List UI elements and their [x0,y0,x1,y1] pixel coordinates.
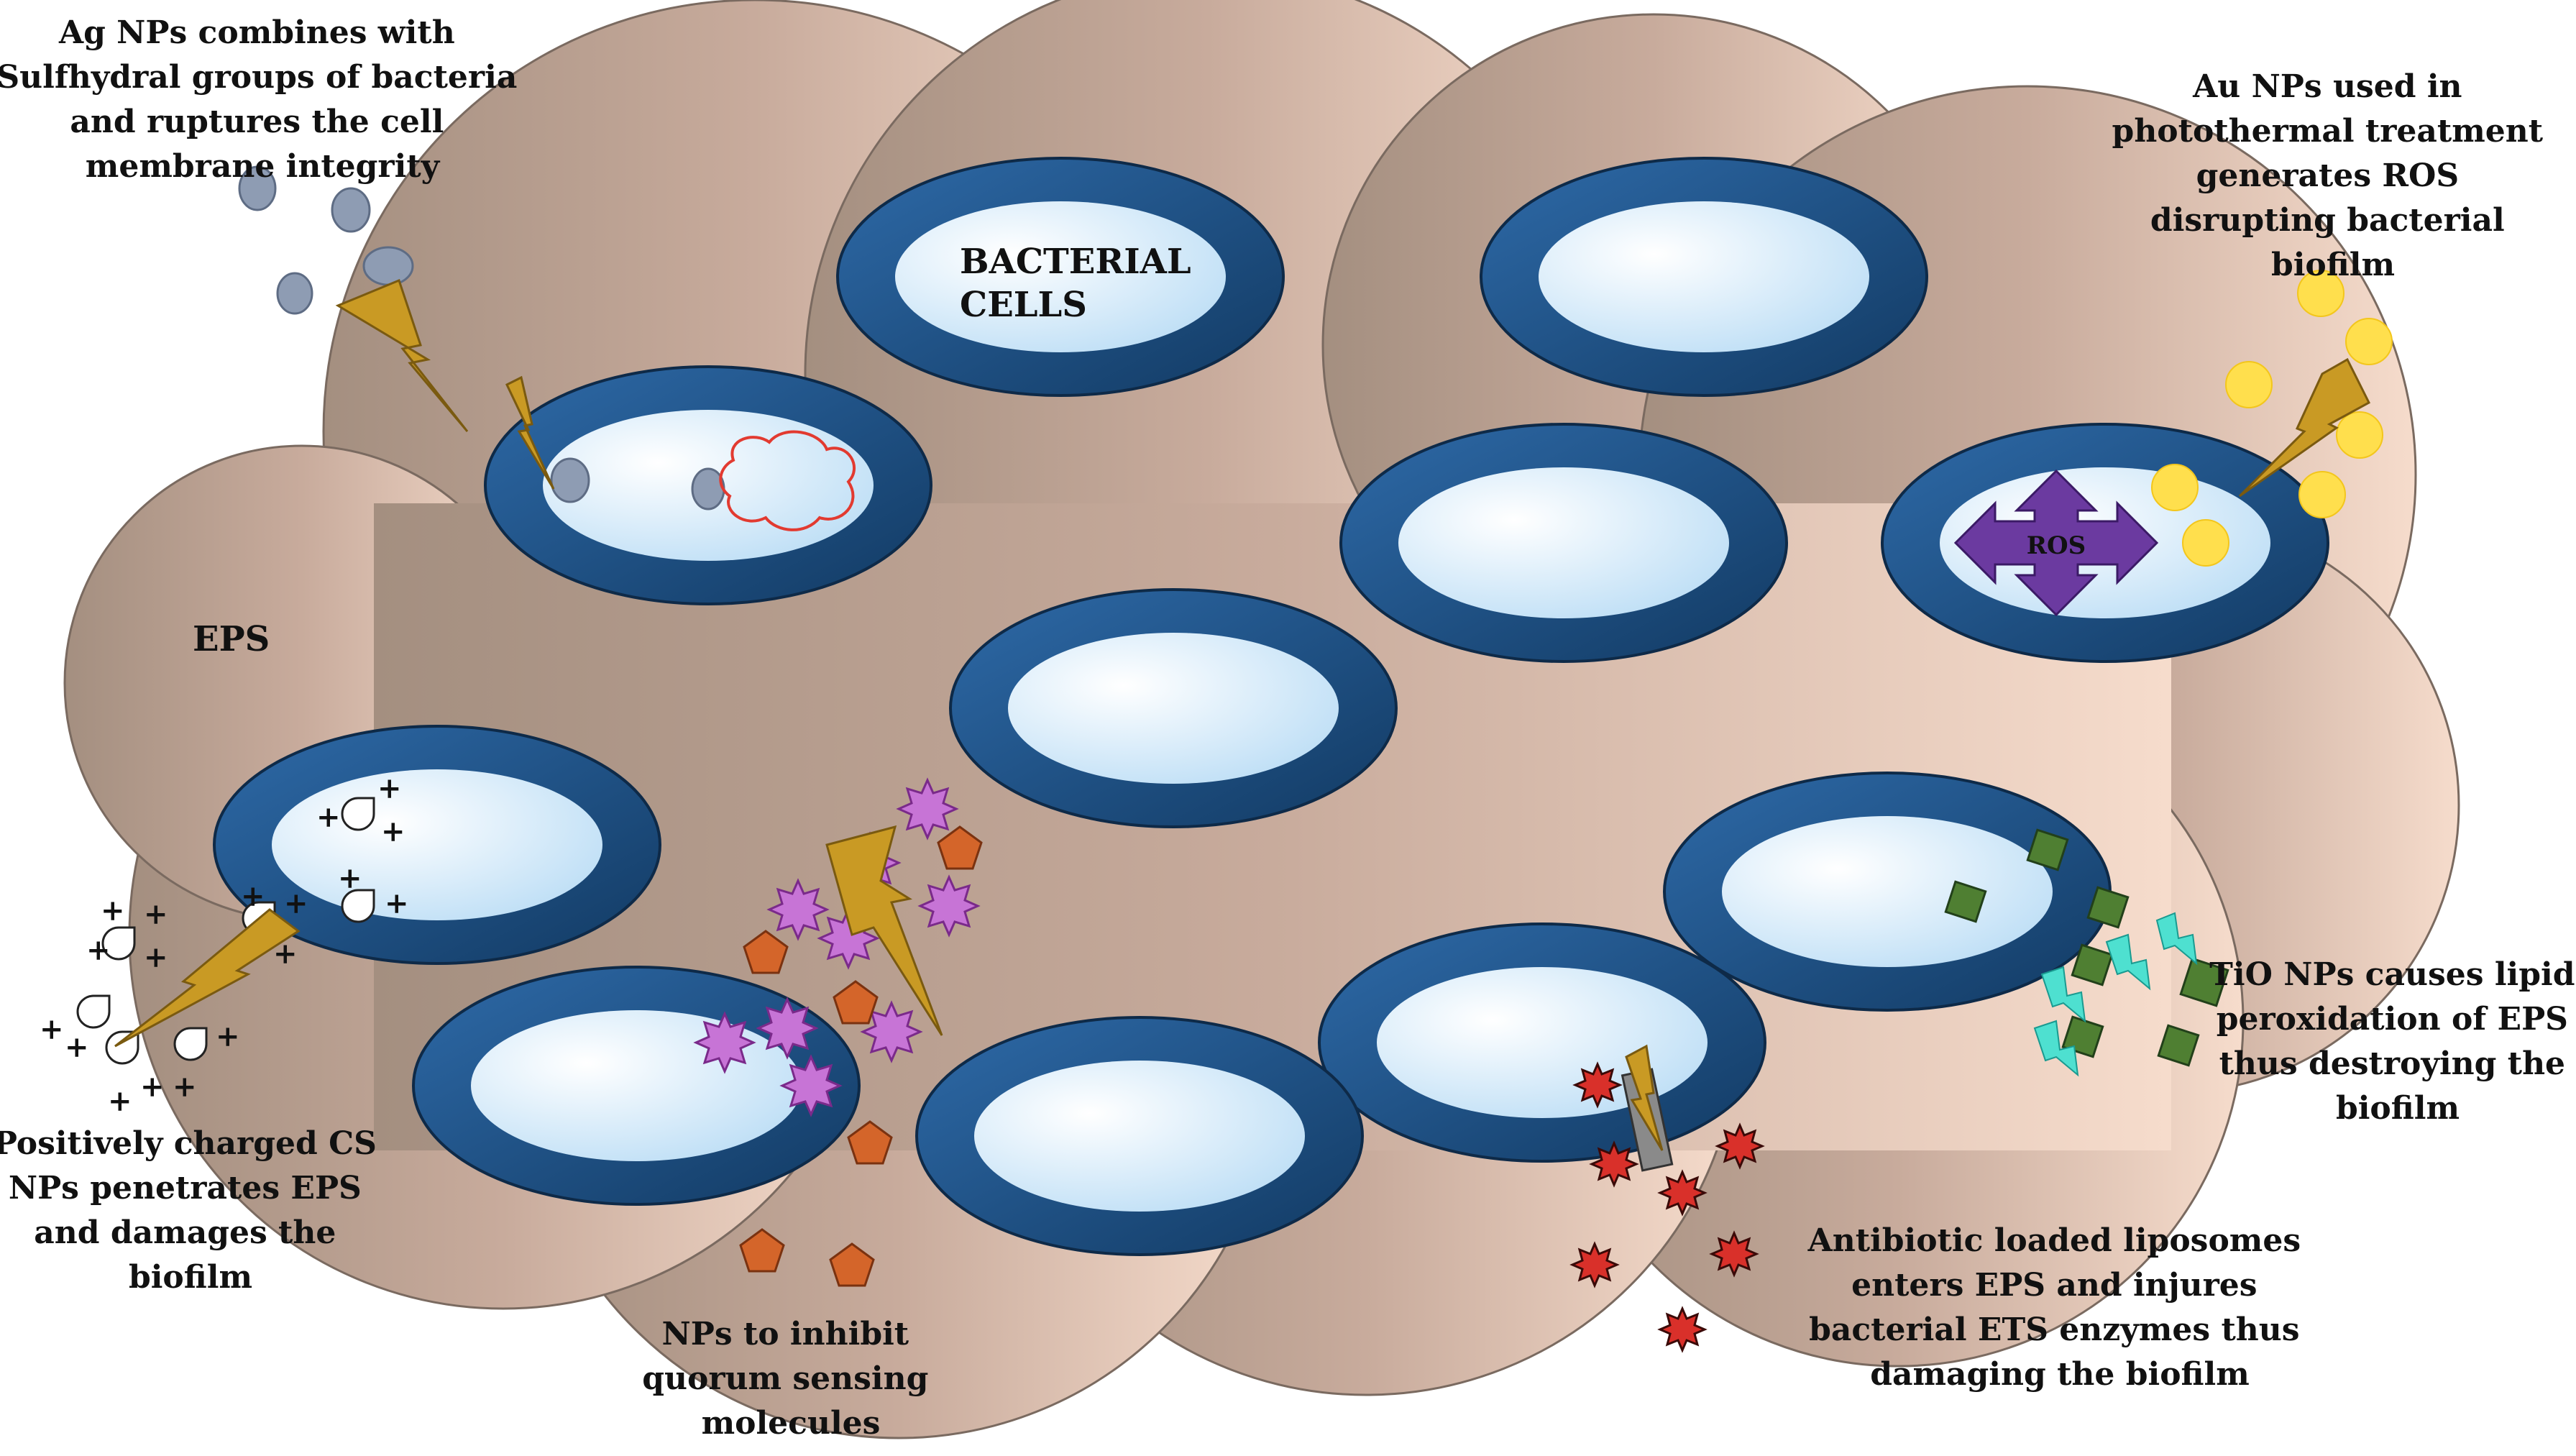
qs-pentagon-molecule [743,930,789,974]
ag-np-mechanism: Ag NPs combines with Sulfhydral groups o… [0,14,856,531]
bacterial-cell [915,1016,1364,1256]
liposome-icon [1657,1169,1708,1217]
lightning-bolt-icon [114,908,301,1048]
cs-nanoparticle [105,1030,139,1065]
qs-star-nanoparticle [917,874,981,938]
ruptured-membrane-icon [719,430,856,531]
svg-text:+: + [377,772,402,805]
cs-nanoparticle [173,1027,208,1061]
lightning-bolt-icon [505,375,555,490]
svg-text:+: + [108,1084,132,1118]
cs-nanoparticle [341,889,375,923]
tio-nanoparticle [2071,943,2114,986]
bacterial-cell [1663,772,2112,1012]
svg-text:+: + [284,887,308,920]
qs-star-nanoparticle [693,1011,756,1074]
ag-nanoparticle [362,246,414,286]
liposome-icon [1657,1306,1708,1353]
svg-text:+: + [101,894,125,928]
svg-text:+: + [86,933,111,967]
qs-star-nanoparticle [756,997,819,1060]
svg-text:+: + [40,1012,64,1046]
lightning-bolt-icon [2238,357,2370,498]
tio-nanoparticle [2179,957,2229,1007]
svg-text:+: + [381,815,405,848]
svg-text:+: + [338,861,362,895]
qs-star-nanoparticle [779,1054,843,1117]
svg-text:+: + [140,1070,165,1104]
qs-star-nanoparticle [896,777,959,841]
bacterial-cell [1339,423,1788,663]
svg-text:+: + [385,887,409,920]
qs-pentagon-molecule [829,1242,875,1287]
bacterial-cell [1480,157,1928,397]
bacterial-cells-label: BACTERIAL CELLS [960,242,1203,325]
qs-star-nanoparticle [766,878,830,941]
svg-text:+: + [65,1030,89,1064]
tio-nanoparticle [1944,880,1987,923]
ros-arrow-icon [1953,469,2159,617]
lightning-bolt-icon [1625,1044,1664,1151]
tio-np-mechanism: TiO NPs causes lipid peroxidation of EPS… [1944,828,2576,1127]
ag-nanoparticle [691,467,725,510]
tio-np-description: TiO NPs causes lipid peroxidation of EPS… [2209,956,2576,1127]
bacterial-cell [836,157,1285,397]
cs-np-mechanism: +++ ++ +++ ++++ +++ +++ Positively charg… [0,772,409,1296]
svg-text:+: + [144,897,168,931]
qs-pentagon-molecule [937,825,983,870]
svg-text:+: + [216,1020,240,1053]
liposome-icon [1715,1122,1765,1170]
liposome-mechanism: Antibiotic loaded liposomes enters EPS a… [1569,1044,2312,1393]
liposome-description: Antibiotic loaded liposomes enters EPS a… [1807,1222,2312,1393]
tio-nanoparticle [2157,1024,2200,1067]
cs-nanoparticle [76,994,111,1029]
qs-pentagon-molecule [739,1228,785,1273]
liposome-icon [1589,1140,1639,1188]
qs-np-description: NPs to inhibit quorum sensing molecules [642,1316,939,1442]
cs-nanoparticle [101,926,136,961]
ag-nanoparticle [276,272,313,315]
ag-np-description: Ag NPs combines with Sulfhydral groups o… [0,14,528,185]
ag-nanoparticle [331,187,371,233]
liposome-icon [1709,1230,1759,1278]
liposome-icon [1569,1241,1620,1288]
au-nanoparticle [2345,318,2393,365]
cs-np-description: Positively charged CS NPs penetrates EPS… [0,1125,388,1296]
bacterial-cell [1318,922,1766,1163]
tio-bolt-icon [2155,912,2198,966]
ros-label: ROS [2027,531,2086,560]
tio-bolt-icon [2105,933,2151,991]
au-nanoparticle [2298,471,2346,518]
qs-pentagon-molecule [847,1120,893,1165]
tio-nanoparticle [2026,828,2069,871]
au-nanoparticle [2151,464,2199,511]
bacterial-cell [949,588,1398,828]
ag-nanoparticle [550,457,590,503]
au-nanoparticle [2225,361,2273,408]
ag-nanoparticle [238,165,277,211]
liposome-icon [1572,1061,1623,1109]
tio-nanoparticle [2086,886,2130,929]
lightning-bolt-icon [825,825,943,1036]
qs-pentagon-molecule [833,980,879,1025]
lightning-bolt-icon [335,279,469,432]
svg-text:+: + [173,1070,197,1104]
tio-bolt-icon [2033,1020,2079,1077]
au-np-description: Au NPs used in photothermal treatment ge… [2112,68,2554,283]
svg-text:+: + [316,800,341,834]
qs-np-mechanism: NPs to inhibit quorum sensing molecules [642,777,983,1442]
qs-star-nanoparticle [860,1000,923,1063]
cs-nanoparticle [341,797,375,831]
au-nanoparticle [2336,411,2383,459]
au-np-mechanism: ROS Au NPs used in photothermal treatmen… [1953,68,2554,617]
svg-text:+: + [144,940,168,974]
svg-text:+: + [241,879,265,913]
au-nanoparticle [2297,270,2344,317]
eps-label: EPS [193,619,270,659]
au-nanoparticle [2182,519,2229,567]
tio-bolt-icon [2040,966,2086,1023]
